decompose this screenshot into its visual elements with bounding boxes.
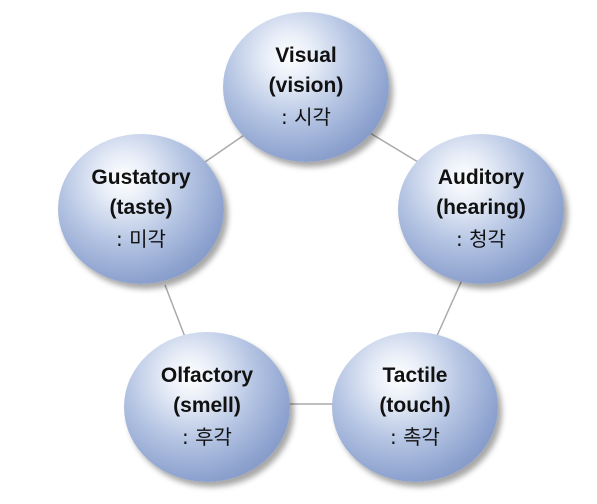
node-tactile: Tactile (touch) : 촉각 <box>332 332 498 482</box>
connector-visual-auditory <box>364 129 419 163</box>
node-auditory: Auditory (hearing) : 청각 <box>398 134 564 284</box>
node-sense: (touch) <box>379 394 451 417</box>
node-korean: : 시각 <box>281 105 331 129</box>
node-title: Auditory <box>437 166 525 189</box>
node-title: Gustatory <box>91 166 191 189</box>
connector-auditory-tactile <box>435 279 463 339</box>
node-korean: : 청각 <box>456 227 506 251</box>
connector-olfactory-gustatory <box>164 284 186 338</box>
node-title: Visual <box>275 44 337 67</box>
node-olfactory: Olfactory (smell) : 후각 <box>124 332 290 482</box>
node-gustatory: Gustatory (taste) : 미각 <box>58 134 224 284</box>
node-korean: : 촉각 <box>390 425 440 449</box>
node-korean: : 후각 <box>182 425 232 449</box>
node-sense: (hearing) <box>436 196 526 219</box>
node-title: Olfactory <box>160 364 254 387</box>
node-sense: (taste) <box>109 196 173 219</box>
node-sense: (smell) <box>173 394 241 417</box>
node-korean: : 미각 <box>116 227 166 251</box>
node-title: Tactile <box>382 364 448 387</box>
node-visual: Visual (vision) : 시각 <box>223 12 389 162</box>
node-sense: (vision) <box>268 74 344 97</box>
